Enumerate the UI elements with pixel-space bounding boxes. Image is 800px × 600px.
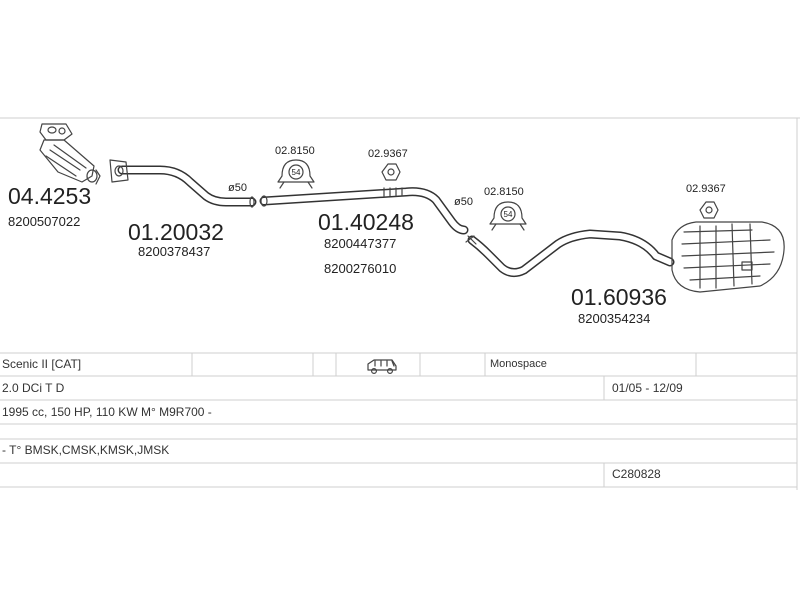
rear-silencer-part[interactable] (465, 221, 785, 293)
engine-specs: 1995 cc, 150 HP, 110 KW M° M9R700 - (2, 405, 212, 419)
catalyst-ref: 04.4253 (8, 183, 91, 209)
rear-silencer-oem: 8200354234 (578, 311, 650, 326)
clamp-1-size: 54 (292, 168, 301, 177)
middle-pipe-part[interactable] (259, 187, 469, 235)
middle-pipe-ref: 01.40248 (318, 209, 414, 235)
clamp-1-ref: 02.8150 (275, 145, 315, 157)
body-type: Monospace (490, 358, 547, 370)
production-period: 01/05 - 12/09 (612, 381, 683, 395)
type-codes: - T° BMSK,CMSK,KMSK,JMSK (2, 443, 170, 457)
minivan-icon (367, 359, 397, 375)
rear-silencer-ref: 01.60936 (571, 284, 667, 310)
clamp-2-size: 54 (504, 210, 513, 219)
hanger-2-ref: 02.9367 (686, 183, 726, 195)
hanger-1-icon[interactable] (381, 163, 401, 181)
model-name: Scenic II [CAT] (2, 357, 82, 371)
catalyst-part[interactable] (39, 123, 101, 185)
clamp-2-ref: 02.8150 (484, 186, 524, 198)
front-pipe-ref: 01.20032 (128, 219, 224, 245)
info-table-grid (0, 352, 797, 488)
clamp-1-icon[interactable]: 54 (277, 159, 315, 189)
hanger-1-ref: 02.9367 (368, 148, 408, 160)
middle-pipe-oem-1: 8200447377 (324, 236, 396, 251)
middle-pipe-diameter: ø50 (454, 196, 473, 208)
front-pipe-part[interactable] (109, 159, 257, 208)
middle-pipe-oem-2: 8200276010 (324, 261, 396, 276)
clamp-2-icon[interactable]: 54 (489, 201, 527, 231)
front-pipe-oem: 8200378437 (138, 244, 210, 259)
catalyst-oem: 8200507022 (8, 214, 80, 229)
engine-name: 2.0 DCi T D (2, 381, 65, 395)
front-pipe-diameter: ø50 (228, 182, 247, 194)
hanger-2-icon[interactable] (699, 201, 719, 219)
catalog-code: C280828 (612, 467, 661, 481)
